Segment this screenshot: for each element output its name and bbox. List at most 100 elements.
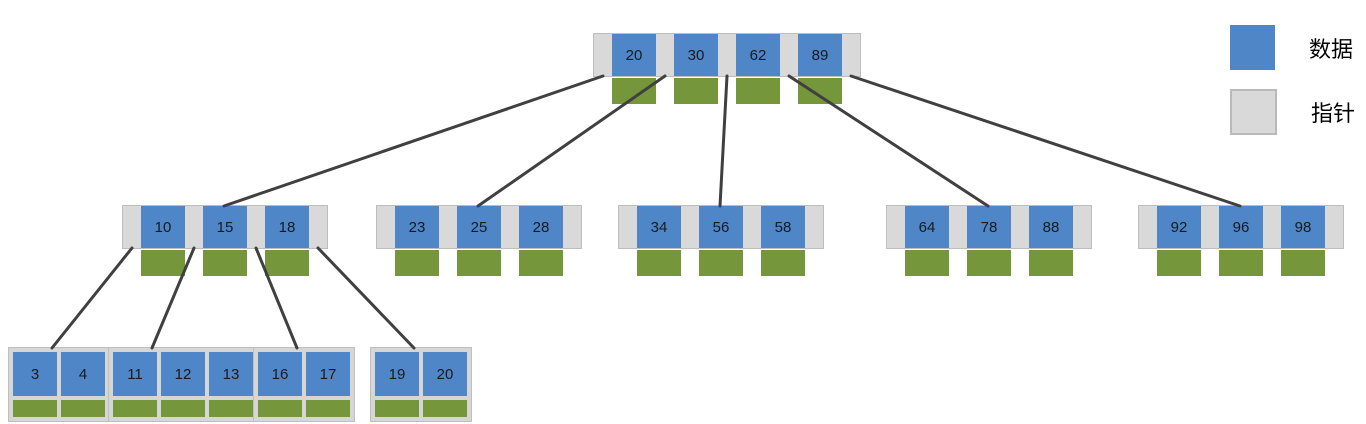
key-unit: 15	[203, 206, 247, 276]
pointer-cell	[1325, 206, 1343, 248]
pointer-cell	[439, 206, 457, 248]
key-unit: 88	[1029, 206, 1073, 276]
pointer-cell	[656, 34, 674, 76]
pointer-cell	[619, 206, 637, 248]
key-cell: 10	[141, 206, 185, 248]
record-pointer-cell	[395, 250, 439, 276]
legend-item-data: 数据	[1230, 25, 1353, 70]
record-pointer-cell	[761, 250, 805, 276]
key-cell: 17	[306, 352, 350, 396]
key-cell: 11	[113, 352, 157, 396]
pointer-cell	[501, 206, 519, 248]
key-cell: 16	[258, 352, 302, 396]
pointer-cell	[247, 206, 265, 248]
pointer-cell	[1011, 206, 1029, 248]
pointer-cell	[594, 34, 612, 76]
key-unit: 20	[612, 34, 656, 104]
leaf-record-row	[113, 400, 253, 417]
legend-pointer-label: 指针	[1311, 101, 1356, 126]
key-cell: 13	[209, 352, 253, 396]
record-pointer-cell	[736, 78, 780, 104]
record-pointer-cell	[13, 400, 57, 417]
record-pointer-cell	[967, 250, 1011, 276]
key-unit: 30	[674, 34, 718, 104]
pointer-cell	[377, 206, 395, 248]
key-cell: 20	[423, 352, 467, 396]
leaf-record-row	[258, 400, 350, 417]
record-pointer-cell	[612, 78, 656, 104]
record-pointer-cell	[203, 250, 247, 276]
pointer-swatch-icon	[1230, 89, 1277, 135]
btree-node-n3: 64 78 88	[886, 205, 1092, 276]
pointer-cell	[1073, 206, 1091, 248]
pointer-cell	[887, 206, 905, 248]
key-cell: 20	[612, 34, 656, 76]
key-cell: 25	[457, 206, 501, 248]
tree-edge-root-n4	[849, 74, 1242, 208]
pointer-cell	[949, 206, 967, 248]
key-cell: 18	[265, 206, 309, 248]
key-cell: 19	[375, 352, 419, 396]
record-pointer-cell	[1281, 250, 1325, 276]
key-cell: 98	[1281, 206, 1325, 248]
key-unit: 28	[519, 206, 563, 276]
pointer-cell	[681, 206, 699, 248]
key-cell: 92	[1157, 206, 1201, 248]
record-pointer-cell	[1219, 250, 1263, 276]
record-pointer-cell	[161, 400, 205, 417]
legend-data-label: 数据	[1309, 36, 1354, 62]
key-unit: 10	[141, 206, 185, 276]
key-cell: 3	[13, 352, 57, 396]
key-cell: 34	[637, 206, 681, 248]
key-cell: 64	[905, 206, 949, 248]
key-cell: 15	[203, 206, 247, 248]
key-cell: 62	[736, 34, 780, 76]
pointer-cell	[563, 206, 581, 248]
key-unit: 98	[1281, 206, 1325, 276]
tree-edge-root-n2	[718, 74, 729, 208]
pointer-cell	[123, 206, 141, 248]
leaf-record-row	[375, 400, 467, 417]
data-swatch-icon	[1230, 25, 1275, 70]
node-bar: 10 15 18	[122, 205, 328, 276]
key-unit: 56	[699, 206, 743, 276]
record-pointer-cell	[457, 250, 501, 276]
leaf-record-row	[13, 400, 105, 417]
key-cell: 12	[161, 352, 205, 396]
record-pointer-cell	[141, 250, 185, 276]
pointer-cell	[780, 34, 798, 76]
key-unit: 23	[395, 206, 439, 276]
key-unit: 78	[967, 206, 1011, 276]
key-unit: 25	[457, 206, 501, 276]
record-pointer-cell	[258, 400, 302, 417]
record-pointer-cell	[1029, 250, 1073, 276]
key-cell: 23	[395, 206, 439, 248]
record-pointer-cell	[699, 250, 743, 276]
tree-edge-root-n0	[222, 74, 605, 208]
btree-node-n4: 92 96 98	[1138, 205, 1344, 276]
key-cell: 88	[1029, 206, 1073, 248]
record-pointer-cell	[113, 400, 157, 417]
pointer-cell	[718, 34, 736, 76]
pointer-cell	[1139, 206, 1157, 248]
key-cell: 96	[1219, 206, 1263, 248]
pointer-cell	[309, 206, 327, 248]
node-bar: 23 25 28	[376, 205, 582, 276]
btree-node-n0: 10 15 18	[122, 205, 328, 276]
record-pointer-cell	[209, 400, 253, 417]
tree-edge-n0-l0	[50, 246, 134, 350]
pointer-cell	[805, 206, 823, 248]
key-cell: 4	[61, 352, 105, 396]
record-pointer-cell	[519, 250, 563, 276]
record-pointer-cell	[423, 400, 467, 417]
